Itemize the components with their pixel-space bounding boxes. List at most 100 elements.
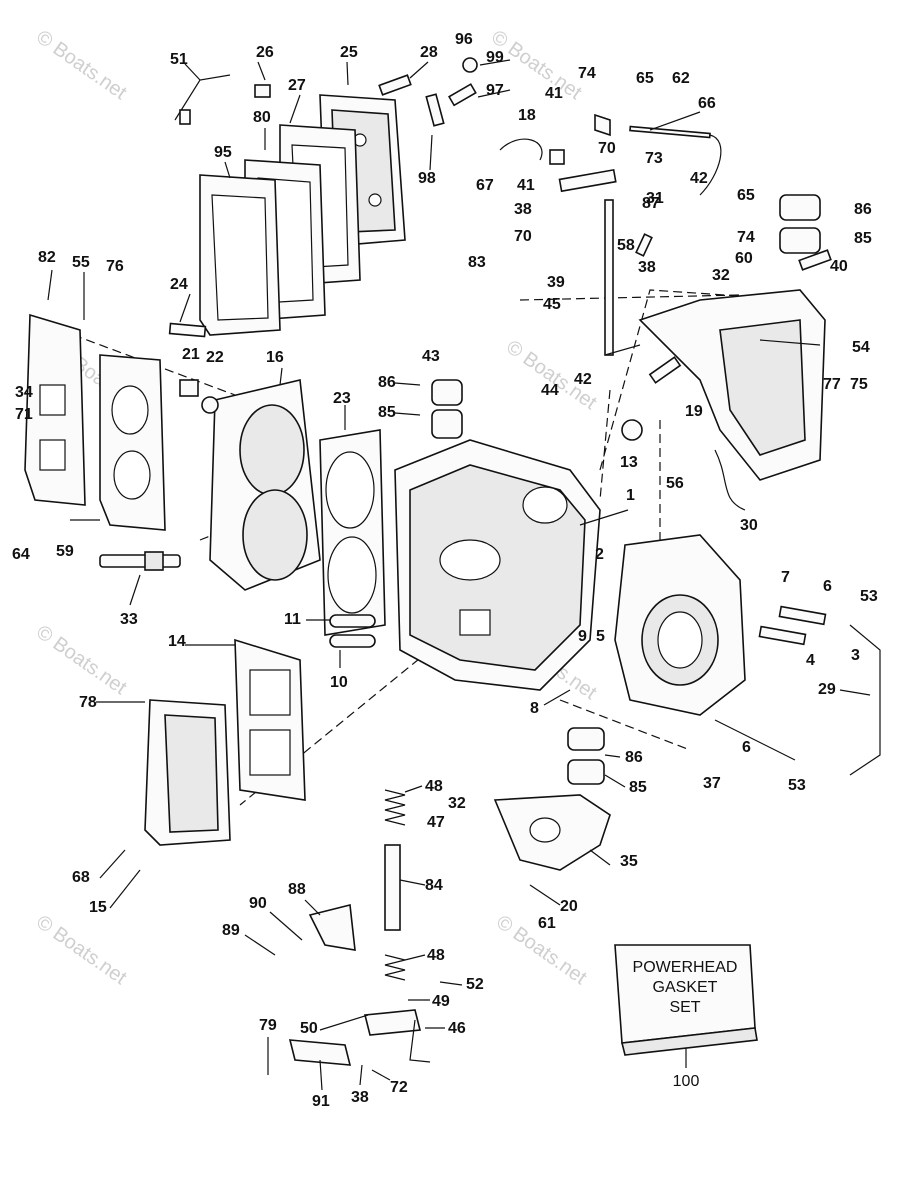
kit-number: 100 [673,1073,700,1090]
callout: 80 [253,109,271,126]
callout: 87 [642,195,660,212]
callout: 19 [685,403,703,420]
callout: 83 [468,254,486,271]
callout: 48 [427,947,445,964]
callout: 32 [712,267,730,284]
crankcase-block [394,439,601,691]
watermark: © Boats.net [32,26,131,104]
callout: 71 [15,406,33,423]
callout: 29 [818,681,836,698]
mount-86-low [567,727,605,785]
callout: 22 [206,349,224,366]
callout: 6 [742,739,751,756]
callout: 51 [170,51,188,68]
callout: 10 [330,674,348,691]
powerhead-gasket-set-box: POWERHEAD GASKET SET 100 [614,944,758,1090]
callout: 68 [72,869,90,886]
motor-bracket-54 [638,289,826,481]
linkage-50 [363,1009,431,1063]
callout: 79 [259,1017,277,1034]
callout: 85 [629,779,647,796]
callout: 70 [598,140,616,157]
callout: 91 [312,1093,330,1110]
callout: 76 [106,258,124,275]
callout: 1 [626,487,635,504]
callout: 7 [781,569,790,586]
callout: 35 [620,853,638,870]
callout: 30 [740,517,758,534]
callout: 85 [378,404,396,421]
lower-bracket-35 [493,794,611,871]
kit-line-2: GASKET [653,979,718,996]
callout: 45 [543,296,561,313]
callout: 11 [284,611,301,628]
callout: 26 [256,44,274,61]
wire-30 [714,449,746,511]
callout: 65 [737,187,755,204]
small-parts [168,57,832,648]
callout: 60 [735,250,753,267]
callout: 67 [476,177,494,194]
exhaust-plate-59 [99,354,166,531]
callout: 62 [672,70,690,87]
callout: 85 [854,230,872,247]
callout: 59 [56,543,74,560]
watermark: © Boats.net [32,911,131,989]
callout: 72 [390,1079,408,1096]
callout: 9 [578,628,587,645]
callout: 31 [646,190,664,207]
kit-line-3: SET [669,999,700,1016]
spark-plug-33 [99,551,181,571]
callout: 86 [854,201,872,218]
callout: 98 [418,170,436,187]
tube-29 [849,624,881,776]
callout: 8 [530,700,539,717]
callout: 25 [340,44,358,61]
callout: 20 [560,898,578,915]
callout: 47 [427,814,445,831]
mount-86-mid [431,379,463,439]
callout: 38 [514,201,532,218]
intake-manifold-78 [144,699,231,846]
callout: 56 [666,475,684,492]
callout: 2 [595,546,604,563]
callout: 18 [518,107,536,124]
intake-gasket-14 [234,638,306,801]
callout: 53 [860,588,878,605]
callout: 40 [830,258,848,275]
callout: 41 [545,85,563,102]
callout: 86 [378,374,396,391]
callout: 5 [596,628,605,645]
callout: 32 [448,795,466,812]
callout: 48 [425,778,443,795]
callout: 39 [547,274,565,291]
callout: 55 [72,254,90,271]
callout: 24 [170,276,188,293]
callout: 90 [249,895,267,912]
exhaust-cover-55 [24,313,86,506]
callout: 95 [214,144,232,161]
callout: 53 [788,777,806,794]
callout: 46 [448,1020,466,1037]
callout: 38 [351,1089,369,1106]
callout: 97 [486,82,504,99]
callout: 58 [617,237,635,254]
callout: 75 [850,376,868,393]
callout: 33 [120,611,138,628]
callout: 21 [182,346,200,363]
callout: 73 [645,150,663,167]
spring-assembly-48-84 [384,789,406,981]
callout: 78 [79,694,97,711]
bracket-88 [308,904,356,951]
callout: 4 [806,652,815,669]
leader-lines [47,59,871,1091]
callout: 13 [620,454,638,471]
throttle-shaft-39 [604,199,641,356]
callout: 89 [222,922,240,939]
callout-labels: 51 26 25 28 96 99 97 74 65 62 66 41 18 2… [12,31,878,1110]
callout: 70 [514,228,532,245]
callout: 74 [737,229,755,246]
callout: 88 [288,881,306,898]
callout: 28 [420,44,438,61]
